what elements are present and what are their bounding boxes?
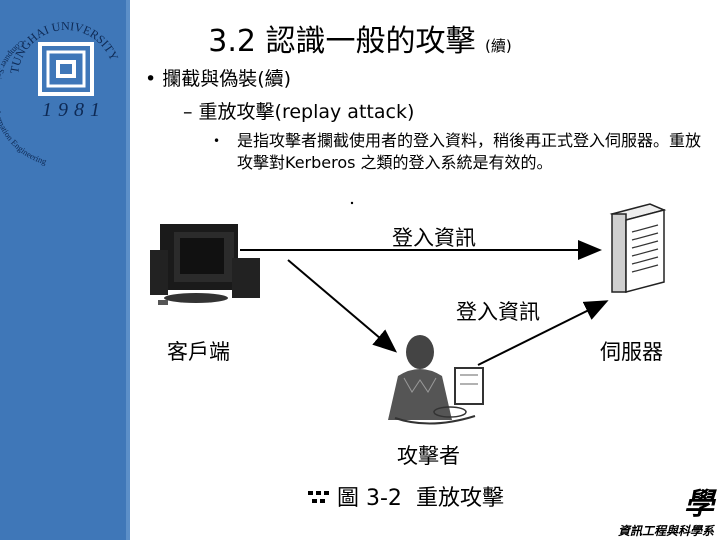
server-tower-icon [609, 203, 667, 293]
dash-marker: – [183, 101, 193, 123]
bullet-level2: – 重放攻擊(replay attack) [183, 97, 414, 124]
left-sidebar [0, 0, 130, 540]
bottom-arrow-label: 登入資訊 [456, 300, 540, 324]
logo-emblem-icon [38, 42, 94, 96]
university-logo: TUNGHAI UNIVERSITY 1981 Computer Science… [0, 19, 121, 167]
slide-title: 3.2 認識一般的攻擊 (續) [0, 16, 720, 60]
client-computer-icon [150, 224, 260, 305]
server-label: 伺服器 [600, 340, 663, 364]
department-mark: 學 資訊工程與科學系 [564, 490, 714, 539]
bullet-marker: • [145, 68, 157, 90]
department-mark-text: 資訊工程與科學系 [617, 524, 714, 538]
bullet-level1-text: 攔截與偽裝(續) [162, 68, 292, 90]
bullet-level1: • 攔截與偽裝(續) [145, 64, 291, 91]
slide-title-main: 3.2 認識一般的攻擊 [208, 24, 476, 59]
attacker-person-icon [388, 335, 484, 425]
figure-caption-number: 圖 3-2 [337, 486, 402, 511]
figure-caption: 圖 3-2 重放攻擊 [308, 480, 504, 512]
logo-year: 1981 [42, 99, 106, 121]
client-label: 客戶端 [167, 340, 230, 364]
department-mark-char: 學 [684, 487, 714, 522]
figure-caption-title: 重放攻擊 [415, 486, 504, 511]
arrow-attacker-to-server [477, 300, 609, 366]
top-arrow-label: 登入資訊 [392, 226, 476, 250]
arrow-client-to-attacker [287, 259, 398, 353]
bullet-level3-text: 是指攻擊者攔截使用者的登入資料，稍後再正式登入伺服器。重放攻擊對Kerberos… [237, 131, 702, 172]
bullet-level3: • 是指攻擊者攔截使用者的登入資料，稍後再正式登入伺服器。重放攻擊對Kerber… [213, 130, 703, 174]
slide-title-suffix: (續) [485, 37, 512, 55]
attacker-label: 攻擊者 [397, 444, 460, 468]
bullet-level2-text: 重放攻擊(replay attack) [198, 101, 415, 123]
bullet-marker: • [213, 134, 221, 148]
stray-dot [350, 201, 354, 205]
figure-marker-icon [308, 491, 329, 503]
